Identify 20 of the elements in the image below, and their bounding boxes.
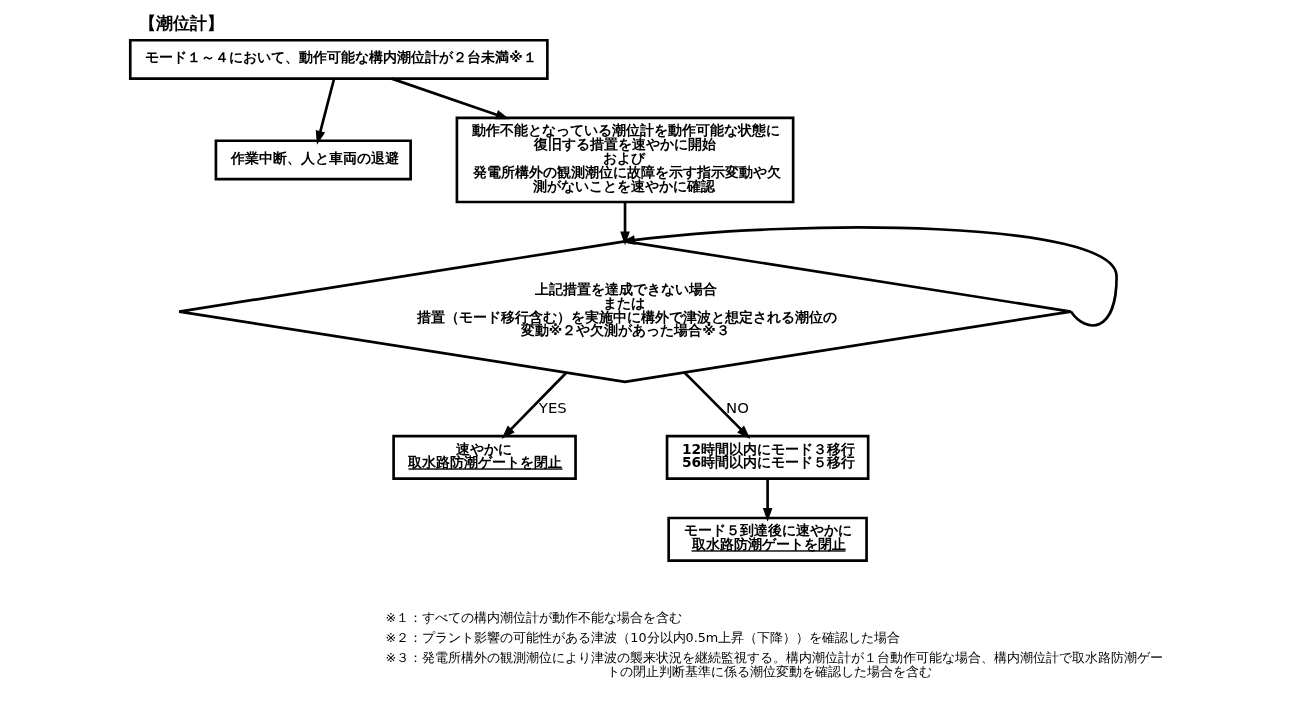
arrow bbox=[390, 77, 510, 120]
arrow bbox=[501, 371, 567, 439]
edge-label: NO bbox=[725, 398, 749, 417]
label: ※２：プラント影響の可能性がある津波（10分以内0.5m上昇（下降））を確認した場合 bbox=[385, 630, 900, 646]
node-box: 12時間以内にモード３移行 56時間以内にモード５移行 bbox=[665, 434, 869, 480]
arrow bbox=[619, 202, 630, 246]
node-box: モード１～４において、動作可能な構内潮位計が２台未満※１ bbox=[128, 38, 549, 80]
arrow bbox=[315, 78, 335, 145]
node-box: 動作不能となっている潮位計を動作可能な状態に復旧する措置を速やかに開始 および 発電所構外の観測潮位に故障を示す指示変動や欠測がないことを速やかに確認 bbox=[455, 116, 794, 204]
label: ※１：すべての構内潮位計が動作不能な場合を含む bbox=[385, 609, 682, 625]
node-box: 作業中断、人と車両の退避 bbox=[214, 139, 412, 181]
label: ※３：発電所構外の観測潮位により津波の襲来状況を継続監視する。構内潮位計が１台動作可能な場合、構内潮位計で取水路防潮ゲートの閉止判断基準に係る潮位変動を確認した場合を含む bbox=[385, 650, 1163, 680]
edge-label: YES bbox=[538, 398, 567, 417]
node-box: モード５到達後に速やかに 取水路防潮ゲートを閉止 bbox=[666, 516, 868, 562]
arrow bbox=[620, 226, 1118, 327]
node-box: 速やかに 取水路防潮ゲートを閉止 bbox=[391, 434, 577, 480]
node-diamond: 上記措置を達成できない場合 または 措置（モード移行含む）を実施中に構外で津波と想定される潮位の変動※２や欠測があった場合※３ bbox=[177, 240, 1072, 384]
arrow bbox=[762, 478, 772, 522]
arrow bbox=[683, 371, 750, 439]
diagram-title: 【潮位計】 bbox=[138, 13, 224, 34]
